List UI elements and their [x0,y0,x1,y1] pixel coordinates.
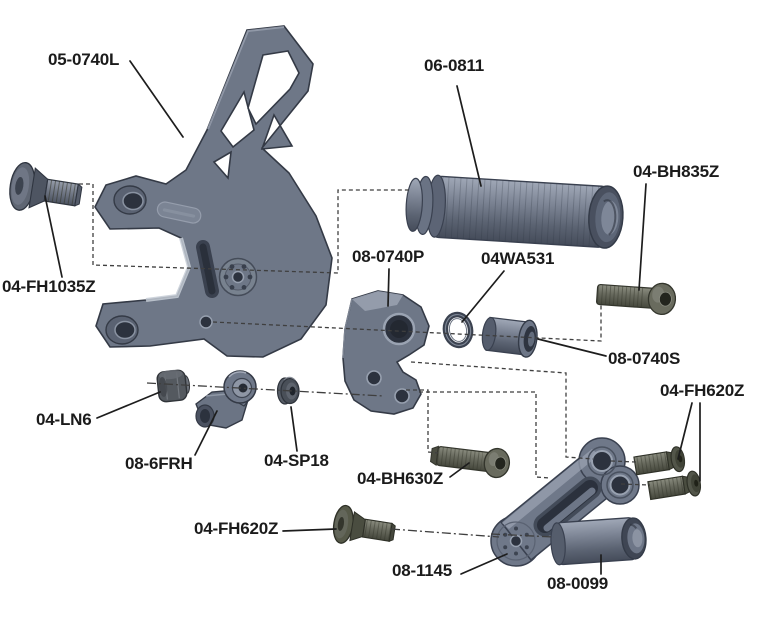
label-rod-end-6frh: 08-6FRH [125,454,193,473]
leader-lines [44,60,701,575]
assembly-axis-lines [79,183,651,538]
bolt-bh630z-part [430,445,511,479]
bolt-fh1035z-part [9,161,83,211]
label-arm-1145: 08-1145 [392,561,453,580]
label-locknut-ln6: 04-LN6 [36,410,92,429]
spacer-0099-part [550,517,647,566]
screw-fh620z-right-1-part [633,446,686,476]
label-spacer-0740s: 08-0740S [608,349,681,368]
bracket-part [94,25,333,358]
label-footpeg: 06-0811 [424,56,485,75]
screw-fh620z-left-part [332,504,396,544]
bracket-lower-boss-bore [114,320,136,340]
label-bolt-bh835z: 04-BH835Z [633,162,720,181]
label-bracket: 05-0740L [48,50,120,69]
label-bolt-bh630z: 04-BH630Z [357,469,444,488]
label-spacer-0099: 08-0099 [547,574,608,593]
arm-boss-holes [503,526,529,556]
bracket-upper-boss-bore [122,191,144,211]
bolt-bh835z-part [595,282,677,316]
pivot-block-part [342,290,430,415]
label-screw-fh620z-left: 04-FH620Z [194,519,279,538]
rod-end-part [195,370,257,429]
label-spacer-sp18: 04-SP18 [264,451,329,470]
bracket-cutout-highlight [145,237,192,302]
bracket-boss-spline-holes [223,264,253,290]
bracket-edge-highlight [207,26,285,130]
screw-fh620z-right-2-part [647,470,702,501]
spacer-0740s-part [481,316,538,358]
label-washer-wa531: 04WA531 [481,249,555,268]
locknut-part [156,369,191,403]
label-screws-fh620z-right: 04-FH620Z [660,381,745,400]
footpeg-part [405,174,624,249]
washer-wa531-part [442,311,474,349]
brand-logo-engraving [156,201,202,224]
label-bolt-fh1035z: 04-FH1035Z [2,277,96,296]
bracket-small-hole [199,315,213,329]
label-pivot-block: 08-0740P [352,247,425,266]
